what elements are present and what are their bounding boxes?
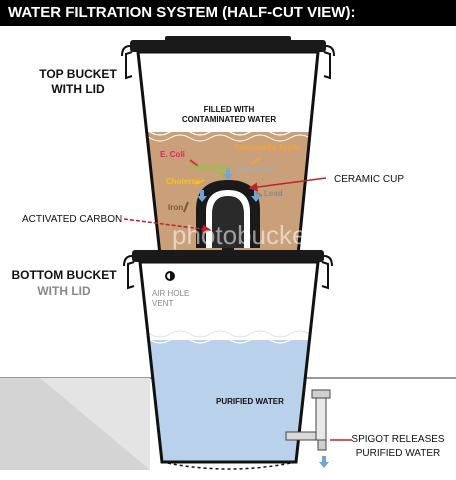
- salmonella-label: Salmonella Typhi: [234, 143, 299, 152]
- diagram-title: WATER FILTRATION SYSTEM (HALF-CUT VIEW):: [0, 0, 456, 26]
- activated-carbon-core: [212, 196, 244, 248]
- contaminant-arrows: [183, 157, 263, 213]
- purified-water: [140, 340, 318, 462]
- ceramic-cup: [196, 180, 260, 260]
- purified-water-label: PURIFIED WATER: [216, 397, 284, 406]
- activated-carbon-callout: [123, 218, 212, 234]
- aluminum-label: Aluminum: [236, 165, 275, 174]
- iron-label: Iron: [168, 203, 183, 212]
- spigot-label-2: PURIFIED WATER: [356, 448, 440, 459]
- contaminated-label-2: CONTAMINATED WATER: [182, 115, 276, 124]
- bottom-bucket-label-1: BOTTOM BUCKET: [11, 268, 117, 282]
- bottom-bucket-label-2: WITH LID: [37, 284, 91, 298]
- air-hole-label-1: AIR HOLE: [152, 289, 189, 298]
- top-bucket-label-2: WITH LID: [51, 82, 105, 96]
- spigot-label-1: SPIGOT RELEASES: [351, 434, 445, 445]
- top-lid: [130, 40, 326, 52]
- ecoli-label: E. Coli: [160, 150, 185, 159]
- table-shadow-diagonal: [0, 378, 150, 470]
- contaminated-wave: [138, 128, 318, 136]
- watermark: photobucket: [172, 220, 314, 250]
- activated-carbon-label: ACTIVATED CARBON: [22, 214, 122, 225]
- bottom-bucket: [140, 262, 318, 462]
- bottom-lid: [132, 250, 324, 262]
- ceramic-cup-callout: [248, 177, 327, 192]
- pesticides-label: Pesticides: [190, 163, 230, 172]
- bottom-handle-right: [321, 261, 329, 290]
- bottom-handle-left: [127, 261, 135, 290]
- lead-label: Lead: [264, 189, 283, 198]
- contaminated-label-1: FILLED WITH: [204, 105, 255, 114]
- ceramic-cup-label: CERAMIC CUP: [334, 174, 404, 185]
- cholerae-label: Cholerae: [166, 177, 201, 186]
- top-handle-left: [125, 51, 133, 80]
- air-hole-label-2: VENT: [152, 299, 173, 308]
- top-handle-right: [323, 51, 331, 80]
- top-bucket-label-1: TOP BUCKET: [39, 67, 117, 81]
- spigot: [285, 389, 331, 451]
